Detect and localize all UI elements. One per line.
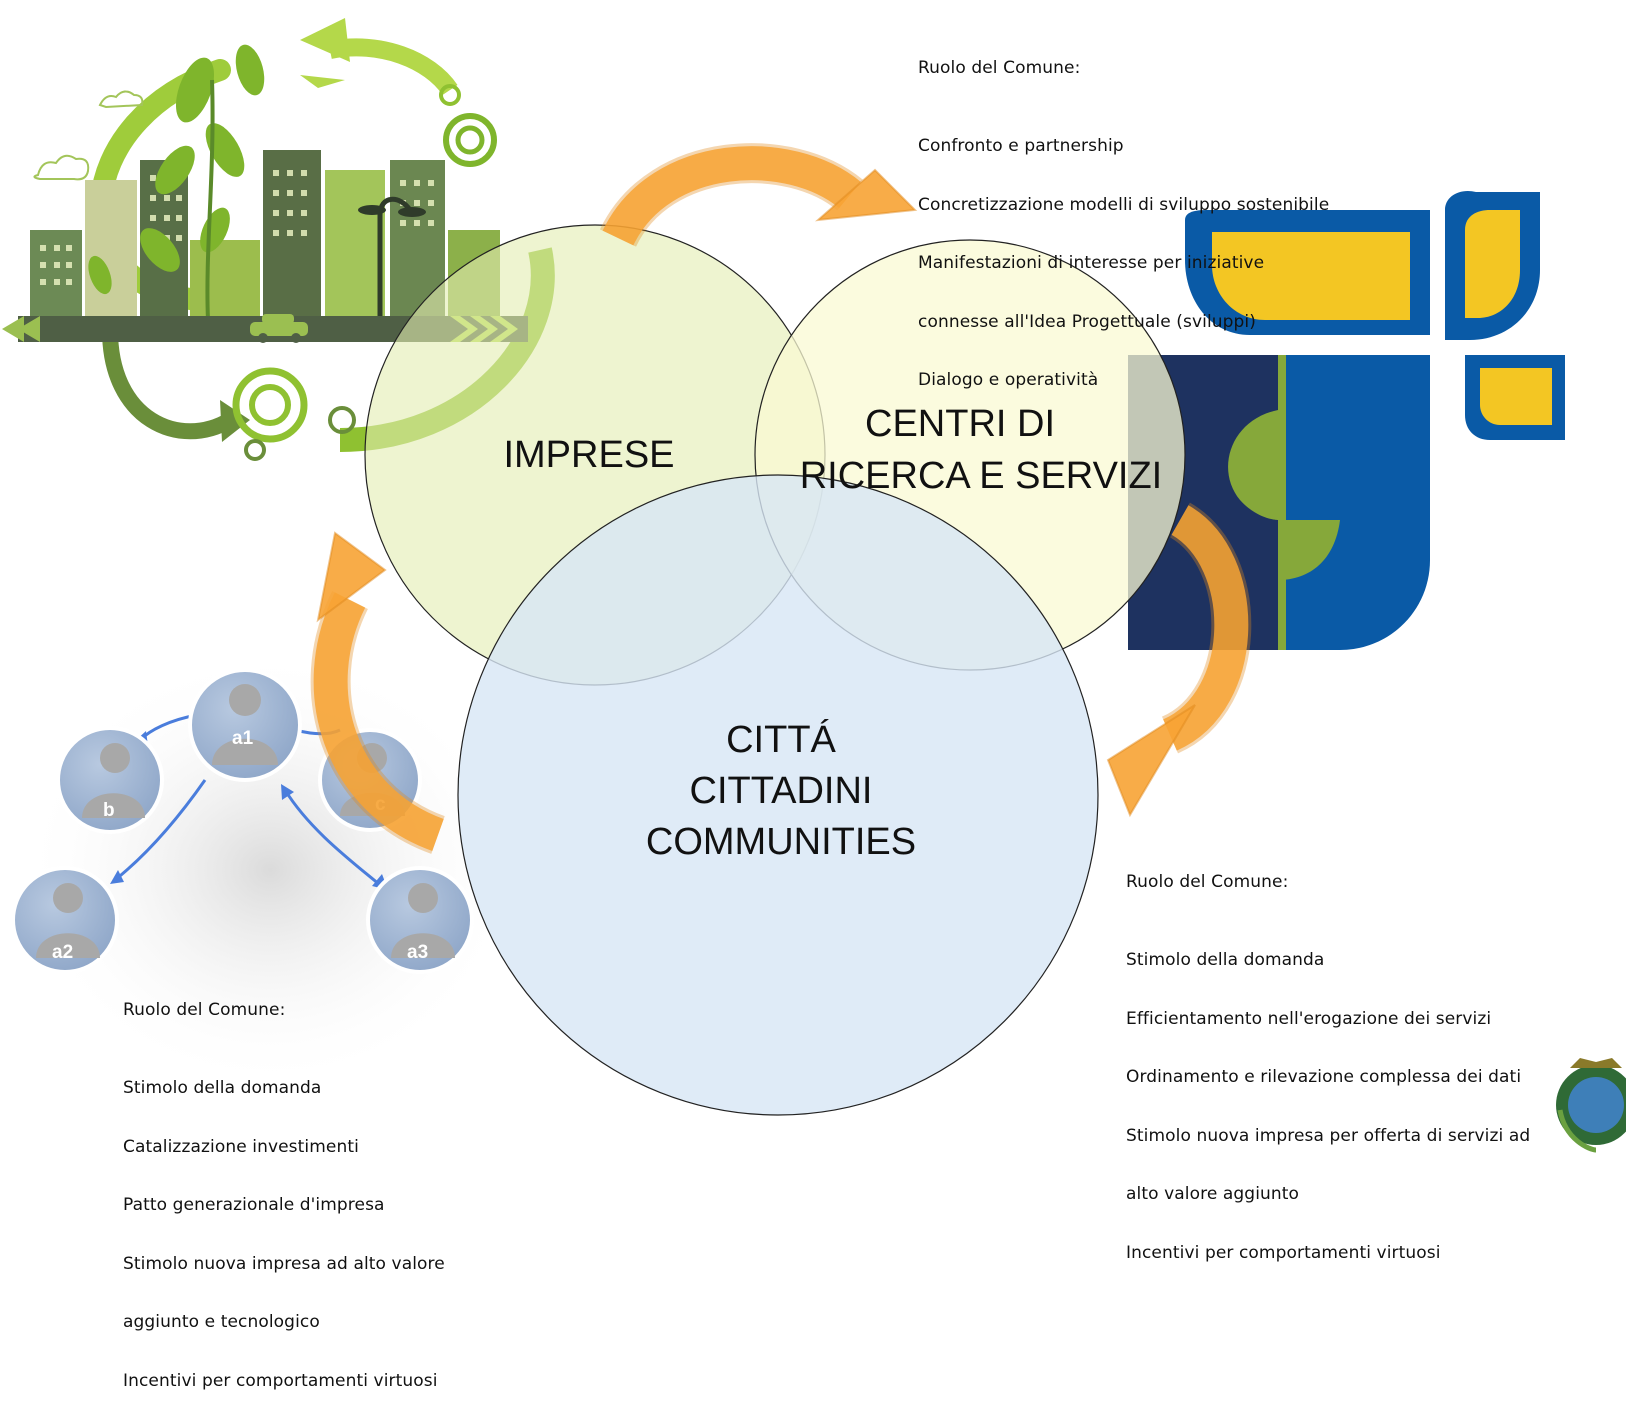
note-top-ruolo-comune: Ruolo del Comune: Confronto e partnershi… — [918, 20, 1329, 410]
cycle-arrows — [310, 143, 1252, 854]
note-right-line: Incentivi per comportamenti virtuosi — [1126, 1242, 1441, 1263]
note-top-line: connesse all'Idea Progettuale (sviluppi) — [918, 311, 1256, 332]
note-right-line: Stimolo nuova impresa per offerta di ser… — [1126, 1125, 1531, 1146]
note-right-ruolo-comune: Ruolo del Comune: Stimolo della domanda … — [1126, 834, 1530, 1283]
note-right-title: Ruolo del Comune: — [1126, 872, 1289, 892]
node-label-a3: a3 — [407, 942, 428, 963]
note-left-line: Stimolo nuova impresa ad alto valore — [123, 1253, 445, 1274]
venn-diagram — [364, 224, 1186, 1116]
note-left-line: Catalizzazione investimenti — [123, 1136, 359, 1157]
arrow-top — [599, 143, 918, 248]
arrow-right — [1106, 502, 1252, 818]
municipal-seal-icon — [1556, 1058, 1626, 1153]
person-node-b — [56, 726, 164, 834]
label-centri-line1: CENTRI DI — [865, 403, 1055, 445]
note-top-line: Dialogo e operatività — [918, 370, 1099, 390]
note-top-line: Concretizzazione modelli di sviluppo sos… — [918, 194, 1330, 215]
diagram-canvas: a1 b a2 c a3 — [2, 18, 1626, 1153]
person-node-a3 — [366, 866, 474, 974]
label-imprese: IMPRESE — [503, 434, 674, 476]
people-network: a1 b a2 c a3 — [11, 650, 520, 1090]
eco-city-illustration — [2, 18, 555, 461]
label-centri-line2: RICERCA E SERVIZI — [800, 455, 1163, 497]
label-citta-line3: COMMUNITIES — [646, 821, 916, 863]
note-left-line: aggiunto e tecnologico — [123, 1312, 320, 1332]
note-right-line: Stimolo della domanda — [1126, 950, 1325, 970]
note-right-line: Ordinamento e rilevazione complessa dei … — [1126, 1067, 1522, 1087]
note-right-line: alto valore aggiunto — [1126, 1184, 1300, 1204]
note-left-line: Stimolo della domanda — [123, 1078, 322, 1098]
node-label-b: b — [103, 800, 115, 821]
note-top-line: Manifestazioni di interesse per iniziati… — [918, 253, 1265, 273]
note-right-line: Efficientamento nell'erogazione dei serv… — [1126, 1008, 1492, 1029]
node-label-a1: a1 — [232, 728, 254, 749]
person-node-a2 — [11, 866, 119, 974]
partner-logo — [1128, 190, 1565, 650]
circle-citta — [457, 474, 1099, 1116]
note-top-line: Confronto e partnership — [918, 136, 1124, 156]
note-top-title: Ruolo del Comune: — [918, 58, 1081, 78]
node-label-a2: a2 — [52, 942, 73, 963]
arrow-left — [310, 531, 446, 854]
note-left-line: Incentivi per comportamenti virtuosi — [123, 1370, 438, 1391]
note-left-ruolo-comune: Ruolo del Comune: Stimolo della domanda … — [123, 962, 445, 1411]
person-node-a1 — [188, 668, 302, 782]
label-citta-line1: CITTÁ — [726, 718, 836, 761]
note-left-title: Ruolo del Comune: — [123, 1000, 286, 1020]
note-left-line: Patto generazionale d'impresa — [123, 1195, 385, 1215]
label-citta-line2: CITTADINI — [690, 770, 873, 812]
